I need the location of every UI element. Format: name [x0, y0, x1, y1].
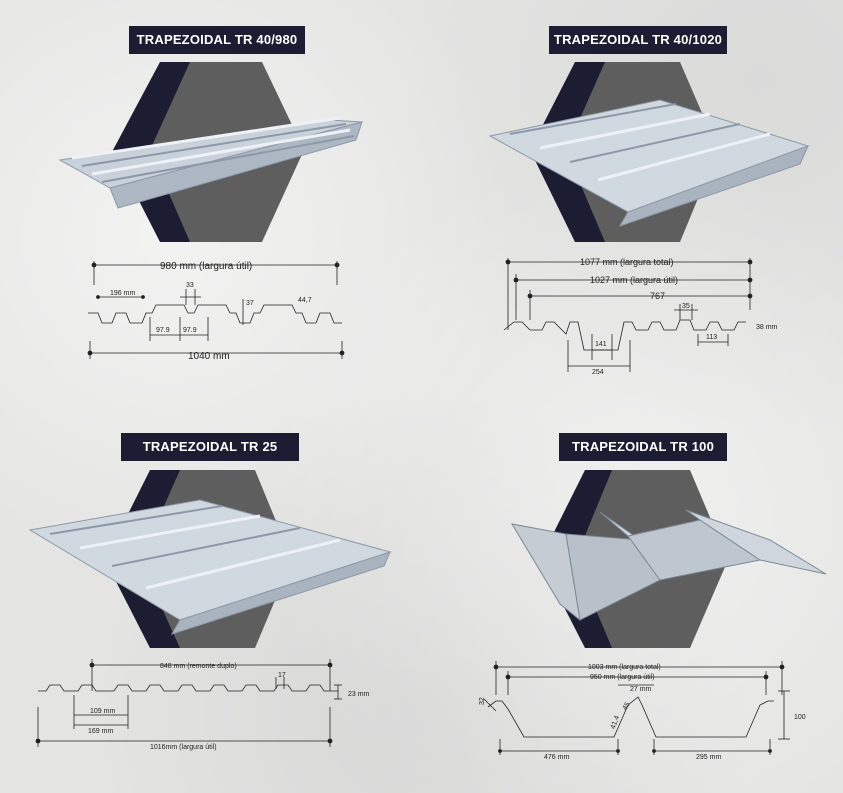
dim-100: 100 [794, 714, 806, 721]
dim-useful-width: 980 mm (largura útil) [160, 261, 252, 272]
dim-476: 476 mm [544, 754, 569, 761]
dim-useful-width: 1016mm (largura útil) [150, 744, 217, 751]
product-illustration-tr40-1020 [488, 62, 810, 242]
dim-27: 27 mm [630, 686, 652, 693]
dim-44-7: 44,7 [298, 297, 312, 304]
corrugated-sheet-icon [488, 99, 810, 227]
dim-196: 196 mm [110, 290, 135, 297]
corrugated-sheet-icon [58, 116, 363, 209]
product-illustration-tr25 [28, 470, 392, 648]
dim-total-width: 1077 mm (largura total) [580, 257, 674, 267]
dim-41-4: 41,4 [610, 715, 621, 730]
dim-45: 45 [622, 701, 632, 711]
product-title-tr40-1020: TRAPEZOIDAL TR 40/1020 [549, 26, 727, 54]
dim-169: 169 mm [88, 728, 113, 735]
dim-overlap-width: 848 mm (remonte duplo) [160, 663, 237, 670]
dim-37: 37 [246, 300, 254, 307]
product-title-tr25: TRAPEZOIDAL TR 25 [121, 433, 299, 461]
product-title-tr40-980: TRAPEZOIDAL TR 40/980 [129, 26, 305, 54]
dim-useful-width: 1027 mm (largura útil) [590, 275, 678, 285]
dim-109: 109 mm [90, 708, 115, 715]
profile-diagram-tr40-980: 980 mm (largura útil) 196 mm 33 37 44,7 … [87, 261, 345, 362]
dim-97-9-b: 97.9 [183, 327, 197, 334]
profile-diagram-tr100: 1003 mm (largura total) 950 mm (largura … [479, 661, 806, 761]
corrugated-sheet-icon [511, 509, 827, 622]
dim-height: 38 mm [756, 324, 778, 331]
dim-total: 1040 mm [188, 351, 230, 362]
dim-295: 295 mm [696, 754, 721, 761]
dim-767: 767 [650, 291, 665, 301]
corrugated-sheet-icon [28, 499, 392, 635]
profile-diagram-tr25: 848 mm (remonte duplo) 17 23 mm 109 mm 1… [35, 659, 370, 751]
dim-total-width: 1003 mm (largura total) [588, 664, 661, 671]
product-illustration-tr100 [511, 470, 827, 648]
dim-height: 23 mm [348, 691, 370, 698]
dim-141: 141 [595, 341, 607, 348]
dim-254: 254 [592, 369, 604, 376]
dim-32: 32 [479, 697, 486, 705]
dim-97-9-a: 97.9 [156, 327, 170, 334]
profile-diagram-tr40-1020: 1077 mm (largura total) 1027 mm (largura… [503, 257, 778, 376]
dim-33: 33 [186, 282, 194, 289]
product-title-tr100: TRAPEZOIDAL TR 100 [559, 433, 727, 461]
dim-17: 17 [278, 672, 286, 679]
product-illustration-tr40-980 [58, 62, 363, 242]
dim-useful-width: 950 mm (largura útil) [590, 674, 655, 681]
dim-113: 113 [706, 334, 717, 341]
dim-35: 35 [682, 303, 690, 310]
